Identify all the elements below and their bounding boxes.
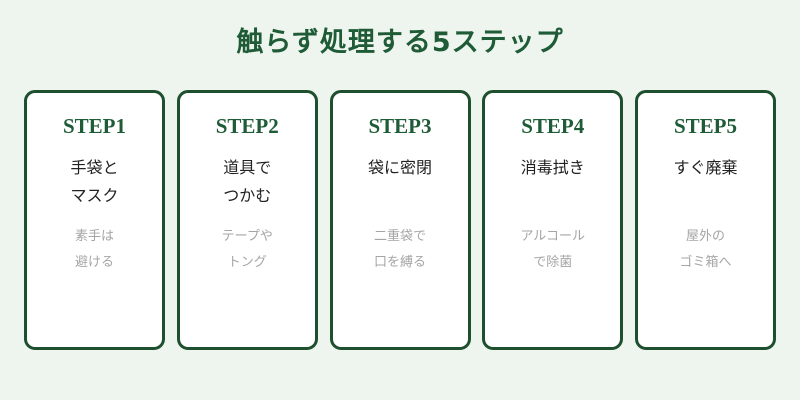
step-note: アルコール で除菌 (485, 224, 620, 276)
step-label: STEP5 (673, 114, 738, 138)
step-note-line: テープや (221, 229, 273, 244)
step-note-line: アルコール (520, 229, 586, 244)
step-note: 屋外の ゴミ箱へ (638, 224, 773, 276)
step-label: STEP2 (215, 114, 279, 138)
step-note-line: トング (227, 255, 267, 270)
diagram-title: 触らず処理する5ステップ (236, 27, 564, 58)
step-note-line: ゴミ箱へ (679, 255, 732, 270)
step-action-line: 手袋と (70, 158, 119, 177)
step-action: 袋に密閉 (333, 154, 468, 182)
step-action-line: 消毒拭き (520, 158, 585, 177)
step-action-line: 袋に密閉 (367, 158, 432, 177)
step-card-3: STEP3 袋に密閉 二重袋で 口を縛る (329, 90, 471, 350)
step-action-line: 道具で (223, 158, 272, 177)
step-note: テープや トング (180, 224, 315, 276)
step-note-line: 口を縛る (373, 255, 426, 270)
step-action: 道具で つかむ (180, 154, 315, 210)
step-note: 二重袋で 口を縛る (333, 224, 468, 276)
step-card-5: STEP5 すぐ廃棄 屋外の ゴミ箱へ (635, 90, 776, 350)
step-card-2: STEP2 道具で つかむ テープや トング (176, 90, 318, 350)
step-card-4: STEP4 消毒拭き アルコール で除菌 (482, 90, 624, 350)
step-note-line: 二重袋で (373, 229, 426, 244)
step-note-line: 避ける (74, 255, 114, 270)
step-action: 手袋と マスク (27, 154, 162, 210)
step-action-line: マスク (70, 186, 119, 205)
step-label: STEP1 (62, 114, 127, 138)
step-card-1: STEP1 手袋と マスク 素手は 避ける (24, 90, 165, 350)
step-cards: STEP1 手袋と マスク 素手は 避ける STEP2 道具で つかむ テープや… (24, 90, 776, 350)
step-action-line: つかむ (223, 186, 272, 205)
step-action: すぐ廃棄 (638, 154, 773, 182)
step-note-line: 屋外の (685, 229, 725, 244)
step-label: STEP3 (368, 114, 432, 138)
step-note-line: で除菌 (533, 255, 573, 270)
step-action-line: すぐ廃棄 (673, 158, 738, 177)
step-action: 消毒拭き (485, 154, 620, 182)
step-note-line: 素手は (74, 229, 114, 244)
step-label: STEP4 (521, 114, 585, 138)
step-note: 素手は 避ける (27, 224, 162, 276)
